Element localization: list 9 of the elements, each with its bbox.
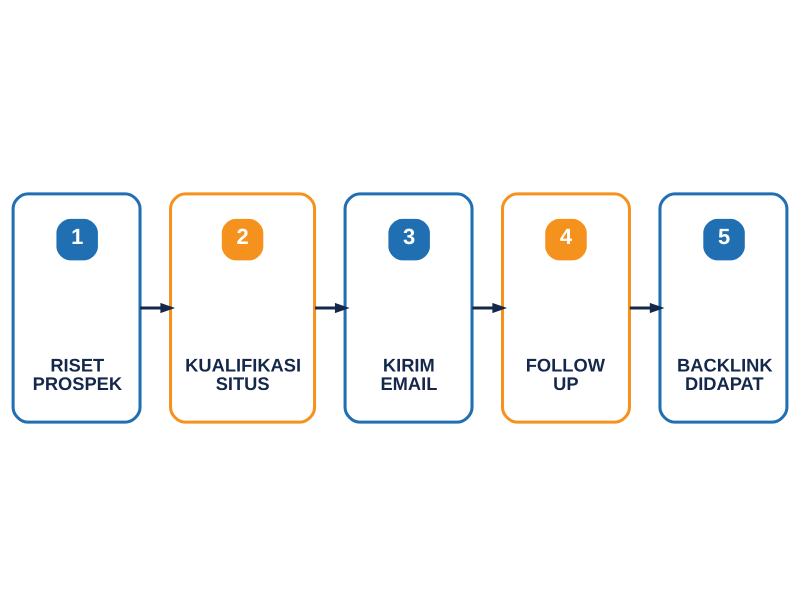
node-box: 4 FOLLOW UP (501, 192, 631, 424)
arrow (315, 302, 350, 314)
arrow (630, 302, 664, 314)
node-box: 3 KIRIM EMAIL (344, 192, 474, 424)
node-box: 1 RISET PROSPEK (12, 192, 142, 424)
node-box: 2 KUALIFIKASI SITUS (169, 192, 316, 424)
node-box: 5 BACKLINK DIDAPAT (658, 192, 788, 424)
arrow (140, 302, 176, 314)
arrow (472, 302, 508, 314)
